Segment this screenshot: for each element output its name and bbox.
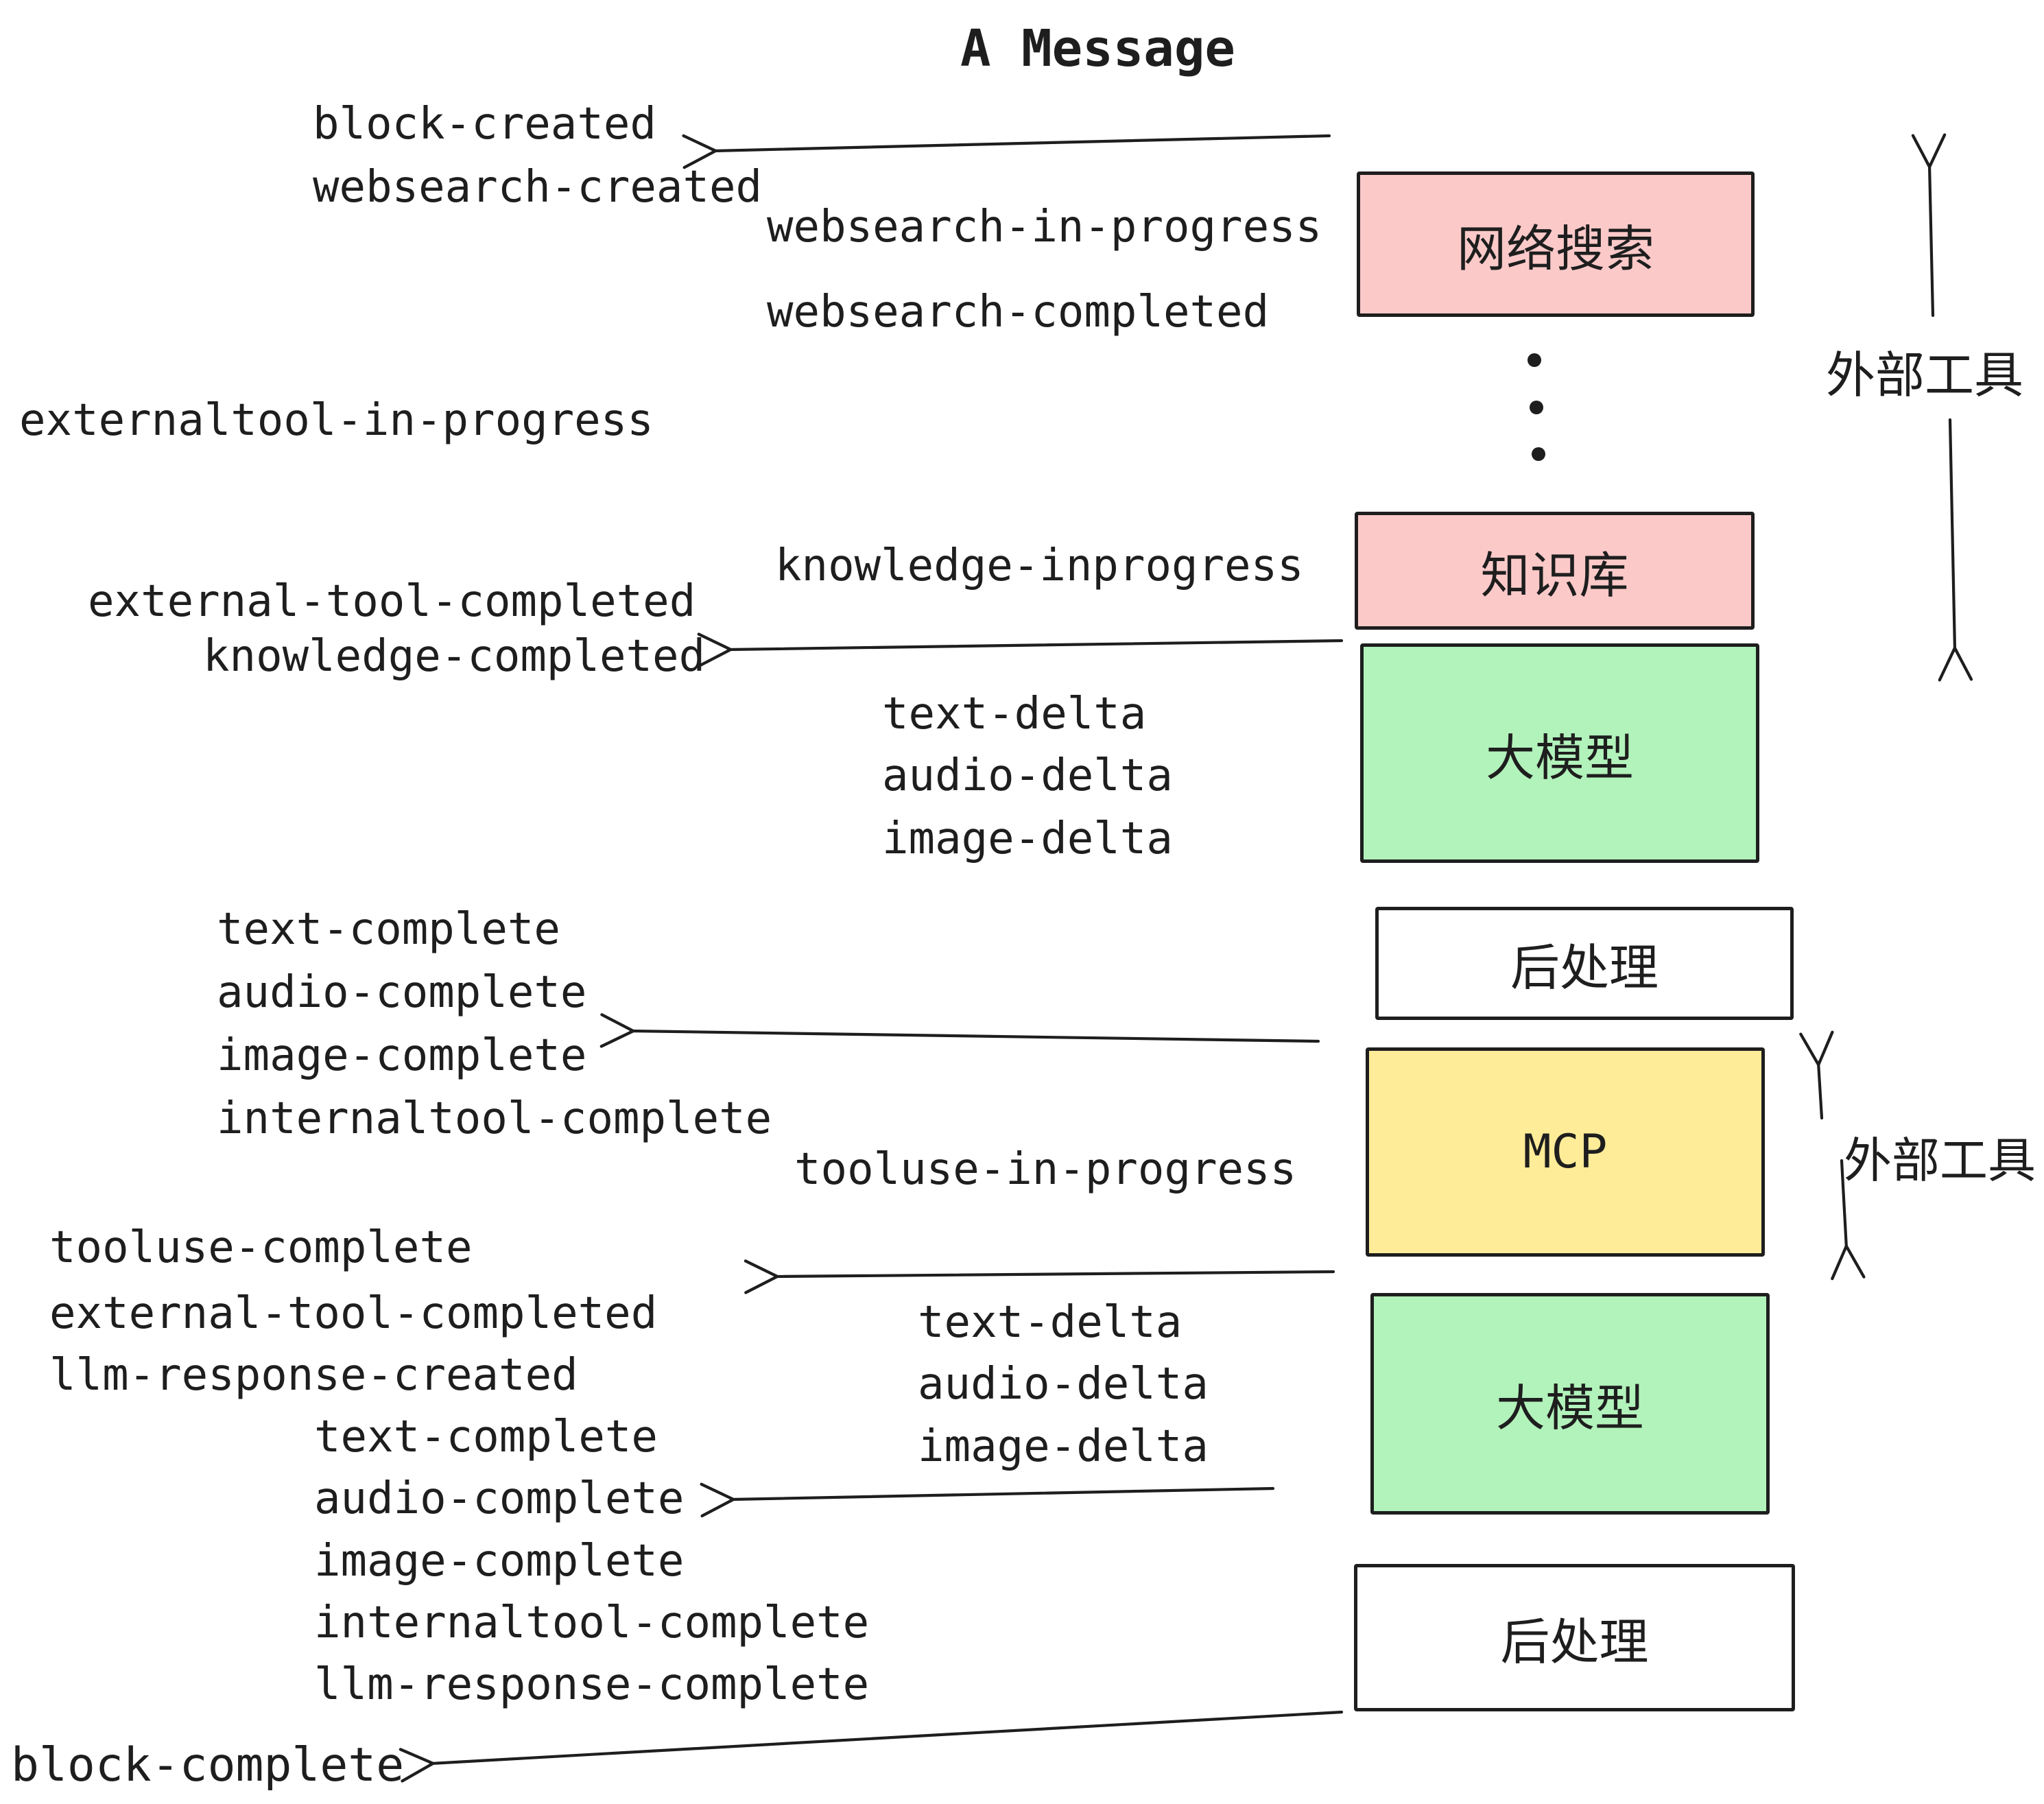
box-llm-1: 大模型 bbox=[1360, 643, 1759, 863]
box-mcp-label: MCP bbox=[1523, 1125, 1608, 1179]
event-knowledge-completed: knowledge-completed bbox=[203, 631, 706, 682]
event-internaltool-complete-2: internaltool-complete bbox=[314, 1598, 870, 1648]
event-llm-response-complete: llm-response-complete bbox=[314, 1659, 870, 1710]
event-tooluse-complete: tooluse-complete bbox=[49, 1222, 473, 1273]
box-websearch: 网络搜索 bbox=[1357, 171, 1755, 317]
arrow-audio-complete bbox=[700, 1482, 1275, 1518]
event-image-delta-1: image-delta bbox=[882, 814, 1173, 864]
box-postprocess-1-label: 后处理 bbox=[1510, 939, 1659, 997]
diagram-title: A Message bbox=[960, 19, 1235, 78]
event-block-created: block-created bbox=[313, 99, 656, 150]
arrow-external-tools-up-2 bbox=[1799, 1030, 1834, 1120]
event-audio-complete-1: audio-complete bbox=[217, 967, 587, 1018]
box-knowledge-label: 知识库 bbox=[1480, 546, 1629, 604]
event-websearch-completed: websearch-completed bbox=[767, 287, 1270, 337]
event-text-complete-1: text-complete bbox=[217, 904, 560, 955]
event-websearch-created: websearch-created bbox=[313, 162, 763, 213]
ellipsis-dots bbox=[1528, 353, 1545, 461]
box-postprocess-1: 后处理 bbox=[1375, 907, 1794, 1020]
arrow-tooluse-complete bbox=[744, 1259, 1335, 1294]
event-internaltool-complete-1: internaltool-complete bbox=[217, 1093, 772, 1144]
event-text-complete-2: text-complete bbox=[314, 1412, 658, 1462]
event-block-complete: block-complete bbox=[11, 1738, 405, 1792]
external-tools-label-top: 外部工具 bbox=[1826, 346, 2024, 404]
event-audio-delta-2: audio-delta bbox=[918, 1359, 1209, 1410]
box-llm-2-label: 大模型 bbox=[1495, 1379, 1644, 1437]
event-image-complete-1: image-complete bbox=[217, 1030, 587, 1081]
event-externaltool-in-progress: externaltool-in-progress bbox=[19, 395, 654, 446]
event-image-delta-2: image-delta bbox=[918, 1421, 1209, 1472]
arrow-external-tools-down-1 bbox=[1938, 418, 1973, 682]
box-postprocess-2: 后处理 bbox=[1354, 1564, 1795, 1711]
event-text-delta-1: text-delta bbox=[882, 689, 1147, 739]
event-websearch-in-progress: websearch-in-progress bbox=[767, 202, 1322, 252]
box-websearch-label: 网络搜索 bbox=[1456, 219, 1654, 278]
arrow-image-complete bbox=[599, 1013, 1320, 1048]
event-external-tool-completed-1: external-tool-completed bbox=[88, 576, 696, 627]
event-audio-delta-1: audio-delta bbox=[882, 750, 1173, 801]
event-tooluse-in-progress: tooluse-in-progress bbox=[794, 1144, 1297, 1195]
event-audio-complete-2: audio-complete bbox=[314, 1473, 685, 1524]
event-text-delta-2: text-delta bbox=[918, 1297, 1183, 1348]
arrow-block-complete bbox=[399, 1710, 1344, 1783]
box-llm-1-label: 大模型 bbox=[1485, 728, 1634, 787]
arrow-knowledge-completed bbox=[697, 632, 1344, 667]
event-external-tool-completed-2: external-tool-completed bbox=[49, 1288, 658, 1339]
box-llm-2: 大模型 bbox=[1370, 1293, 1770, 1515]
external-tools-label-bottom: 外部工具 bbox=[1844, 1132, 2036, 1189]
arrow-external-tools-up-1 bbox=[1911, 133, 1947, 318]
arrow-block-created bbox=[682, 134, 1331, 169]
box-postprocess-2-label: 后处理 bbox=[1500, 1613, 1649, 1671]
event-image-complete-2: image-complete bbox=[314, 1536, 685, 1587]
box-knowledge: 知识库 bbox=[1355, 512, 1755, 630]
event-knowledge-inprogress: knowledge-inprogress bbox=[775, 541, 1304, 591]
box-mcp: MCP bbox=[1366, 1047, 1765, 1257]
event-llm-response-created: llm-response-created bbox=[49, 1350, 578, 1401]
